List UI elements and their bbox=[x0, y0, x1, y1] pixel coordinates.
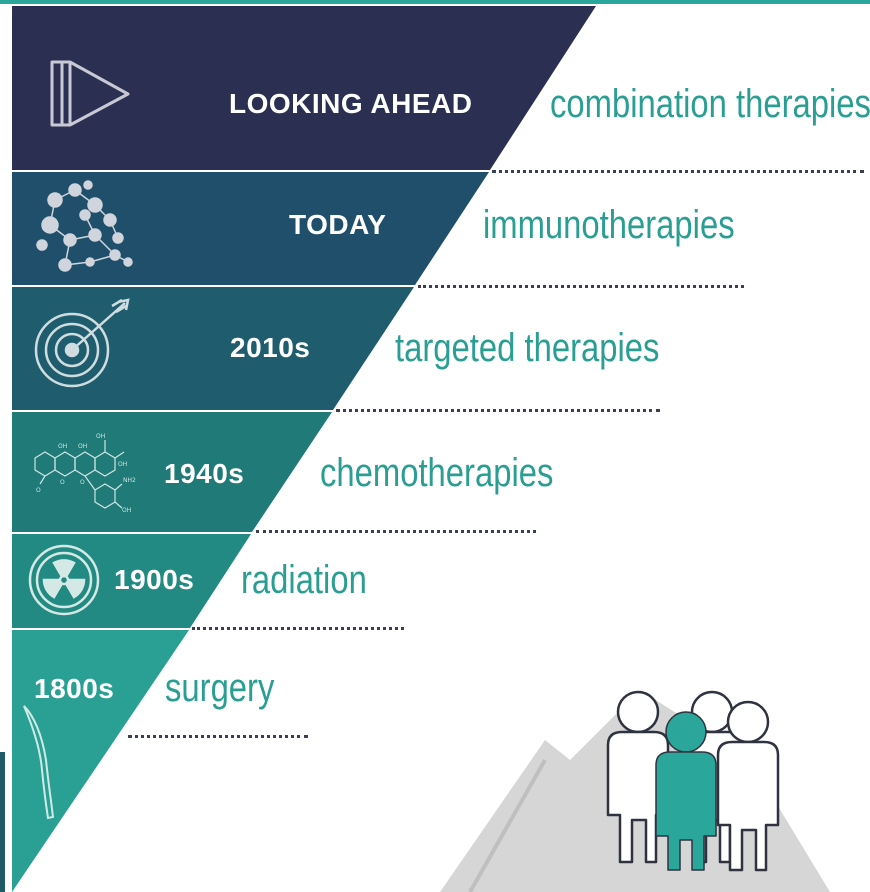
band-2010s bbox=[12, 287, 414, 410]
era-label-1800s: 1800s bbox=[34, 673, 115, 704]
band-looking-ahead bbox=[12, 6, 596, 170]
therapy-label-targeted: targeted therapies bbox=[395, 326, 660, 370]
target-arrow-icon bbox=[34, 298, 130, 388]
band-1800s bbox=[12, 630, 189, 892]
chem-label: O bbox=[60, 479, 65, 486]
chem-label: OH bbox=[78, 443, 87, 450]
scalpel-icon bbox=[23, 705, 55, 820]
chem-label: NH2 bbox=[123, 477, 136, 484]
grey-backdrop-line bbox=[468, 759, 547, 892]
chem-label: O bbox=[36, 487, 41, 494]
era-label-today: TODAY bbox=[289, 209, 387, 240]
chem-label: OH bbox=[118, 461, 127, 468]
therapy-label-chemotherapies: chemotherapies bbox=[320, 451, 554, 495]
therapy-label-radiation: radiation bbox=[241, 558, 367, 602]
era-label-looking-ahead: LOOKING AHEAD bbox=[229, 88, 473, 119]
chem-label: OH bbox=[58, 443, 67, 450]
separator-dots bbox=[192, 627, 404, 630]
era-label-1900s: 1900s bbox=[114, 564, 195, 595]
chem-label: OH bbox=[96, 433, 105, 440]
molecule-network-icon bbox=[36, 180, 133, 272]
therapy-label-immunotherapies: immunotherapies bbox=[483, 203, 735, 247]
era-label-2010s: 2010s bbox=[230, 332, 311, 363]
chemical-structure-icon bbox=[34, 440, 125, 509]
band-today bbox=[12, 172, 489, 285]
therapy-label-combination: combination therapies bbox=[550, 82, 870, 126]
chem-label: OH bbox=[122, 507, 131, 514]
separator-dots bbox=[492, 170, 864, 173]
band-1900s bbox=[12, 534, 251, 628]
separator-dots bbox=[128, 735, 308, 738]
separator-dots bbox=[336, 409, 660, 412]
therapy-label-surgery: surgery bbox=[165, 666, 275, 710]
chem-label: O bbox=[80, 479, 85, 486]
radiation-icon bbox=[28, 544, 100, 616]
play-icon bbox=[50, 60, 130, 127]
separator-dots bbox=[418, 285, 744, 288]
chemical-labels: OH OH OH OH OH NH2 O O O bbox=[36, 433, 136, 514]
era-label-1940s: 1940s bbox=[164, 458, 245, 489]
band-1940s bbox=[12, 412, 332, 532]
top-rule bbox=[0, 0, 870, 4]
people-group-icon bbox=[606, 690, 780, 872]
separator-dots bbox=[256, 530, 536, 533]
left-edge-bar bbox=[0, 752, 5, 892]
